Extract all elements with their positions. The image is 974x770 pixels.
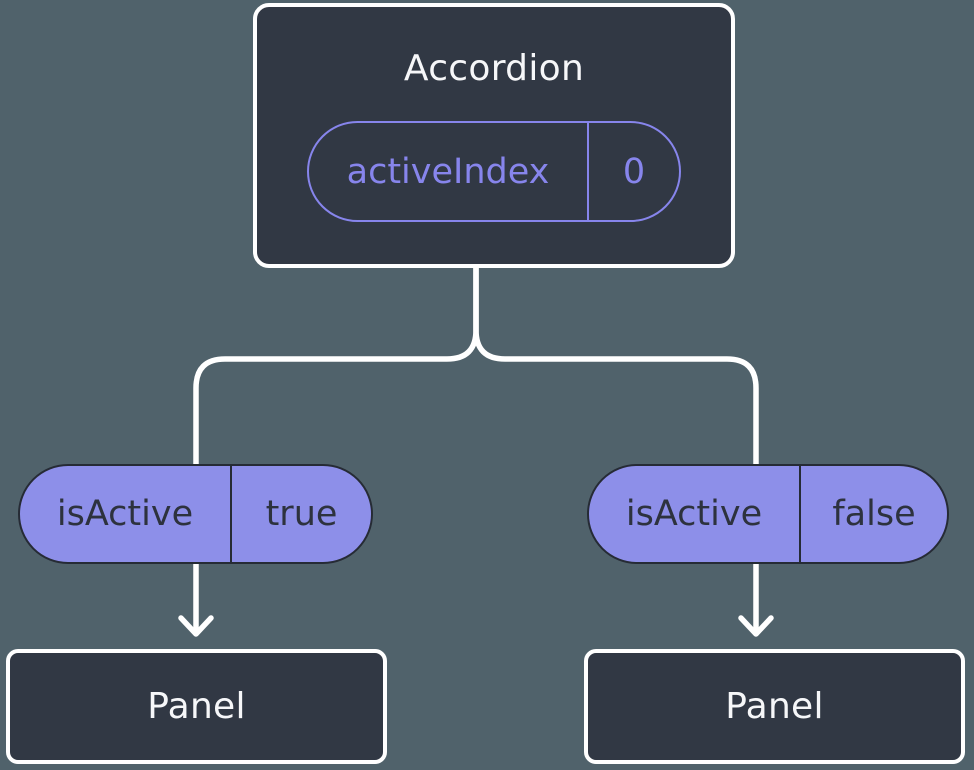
state-pill-label: activeIndex bbox=[309, 123, 589, 220]
prop-pill-label: isActive bbox=[20, 466, 232, 562]
root-split-connector-left bbox=[193, 264, 479, 466]
panel-node-title: Panel bbox=[725, 686, 824, 727]
prop-pill-isactive-false: isActive false bbox=[587, 464, 949, 564]
accordion-node: Accordion activeIndex 0 bbox=[253, 3, 735, 268]
prop-pill-isactive-true: isActive true bbox=[18, 464, 373, 564]
accordion-node-title: Accordion bbox=[403, 48, 585, 89]
arrow-head-right bbox=[738, 615, 774, 637]
arrow-head-left bbox=[178, 615, 214, 637]
root-split-connector-right bbox=[473, 264, 759, 466]
prop-pill-value: false bbox=[832, 494, 916, 534]
panel-node-right: Panel bbox=[584, 649, 965, 764]
prop-pill-value: true bbox=[265, 494, 338, 534]
state-pill-value: 0 bbox=[622, 151, 646, 192]
panel-node-left: Panel bbox=[6, 649, 387, 764]
prop-pill-label: isActive bbox=[589, 466, 801, 562]
panel-node-title: Panel bbox=[147, 686, 246, 727]
state-pill-activeindex: activeIndex 0 bbox=[307, 121, 681, 222]
